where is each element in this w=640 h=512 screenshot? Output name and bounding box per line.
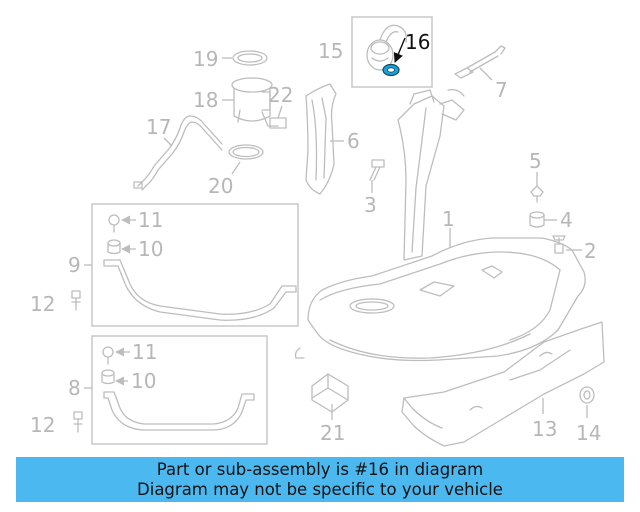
callout-11b: 11	[132, 340, 157, 364]
box-8-bushing-10	[101, 369, 115, 385]
part-12-bolt-upper	[71, 290, 81, 311]
callout-1: 1	[442, 207, 455, 231]
info-banner: Part or sub-assembly is #16 in diagram D…	[16, 457, 624, 502]
callout-5: 5	[529, 149, 542, 173]
callout-14: 14	[576, 421, 601, 445]
banner-line-1: Part or sub-assembly is #16 in diagram	[156, 460, 484, 479]
part-3-bolt	[369, 159, 385, 181]
box-9-bushing-10	[107, 239, 121, 255]
part-7-bracket	[454, 45, 506, 81]
inset-box-15	[351, 16, 433, 88]
part-13-under-cover	[401, 321, 605, 447]
inset-box-8	[91, 335, 268, 445]
part-4-bushing	[529, 211, 545, 228]
inset-box-9	[91, 203, 299, 327]
callout-15: 15	[318, 39, 343, 63]
callout-20: 20	[208, 174, 233, 198]
banner-line-2: Diagram may not be specific to your vehi…	[137, 480, 503, 499]
part-12-bolt-lower	[73, 411, 83, 433]
box-9-clip-11	[108, 214, 120, 233]
callout-2: 2	[584, 239, 597, 263]
part-2-bolt	[552, 235, 566, 254]
part-6-heat-shield	[305, 83, 337, 195]
callout-21: 21	[320, 421, 345, 445]
leader-17	[163, 137, 173, 147]
part-5-clip	[530, 185, 544, 203]
callout-3: 3	[364, 193, 377, 217]
callout-7: 7	[495, 78, 508, 102]
callout-11a: 11	[138, 208, 163, 232]
callout-17: 17	[146, 115, 171, 139]
callout-13: 13	[532, 417, 557, 441]
callout-10b: 10	[131, 369, 156, 393]
callout-12b: 12	[30, 413, 55, 437]
callout-19: 19	[193, 47, 218, 71]
box-8-strap	[103, 391, 255, 431]
callout-12a: 12	[30, 292, 55, 316]
box-9-strap	[103, 259, 297, 321]
parts-diagram: 1 2 3 4 5 6 7 8 9 10 10 11 11 12 12 13 1…	[30, 16, 605, 447]
part-20-gasket	[228, 144, 264, 160]
part-14-nut	[579, 386, 595, 404]
callout-8: 8	[68, 376, 81, 400]
part-15-filler-cap	[366, 24, 407, 71]
callout-9: 9	[68, 253, 81, 277]
callout-10a: 10	[138, 237, 163, 261]
part-16-seal-ring	[382, 63, 400, 77]
callout-6: 6	[347, 129, 360, 153]
part-21-bracket	[311, 373, 349, 413]
part-1-fuel-tank	[294, 88, 586, 362]
part-19-lock-ring	[232, 50, 268, 66]
callout-4: 4	[560, 208, 573, 232]
callout-22: 22	[268, 83, 293, 107]
leader-20	[231, 161, 241, 175]
box-8-clip-11	[102, 346, 114, 365]
callout-18: 18	[193, 88, 218, 112]
part-18-fuel-pump	[231, 77, 287, 129]
leader-22	[277, 105, 283, 119]
leader-16	[393, 37, 406, 63]
callout-16: 16	[405, 30, 430, 54]
part-17-fuel-line	[133, 115, 223, 191]
